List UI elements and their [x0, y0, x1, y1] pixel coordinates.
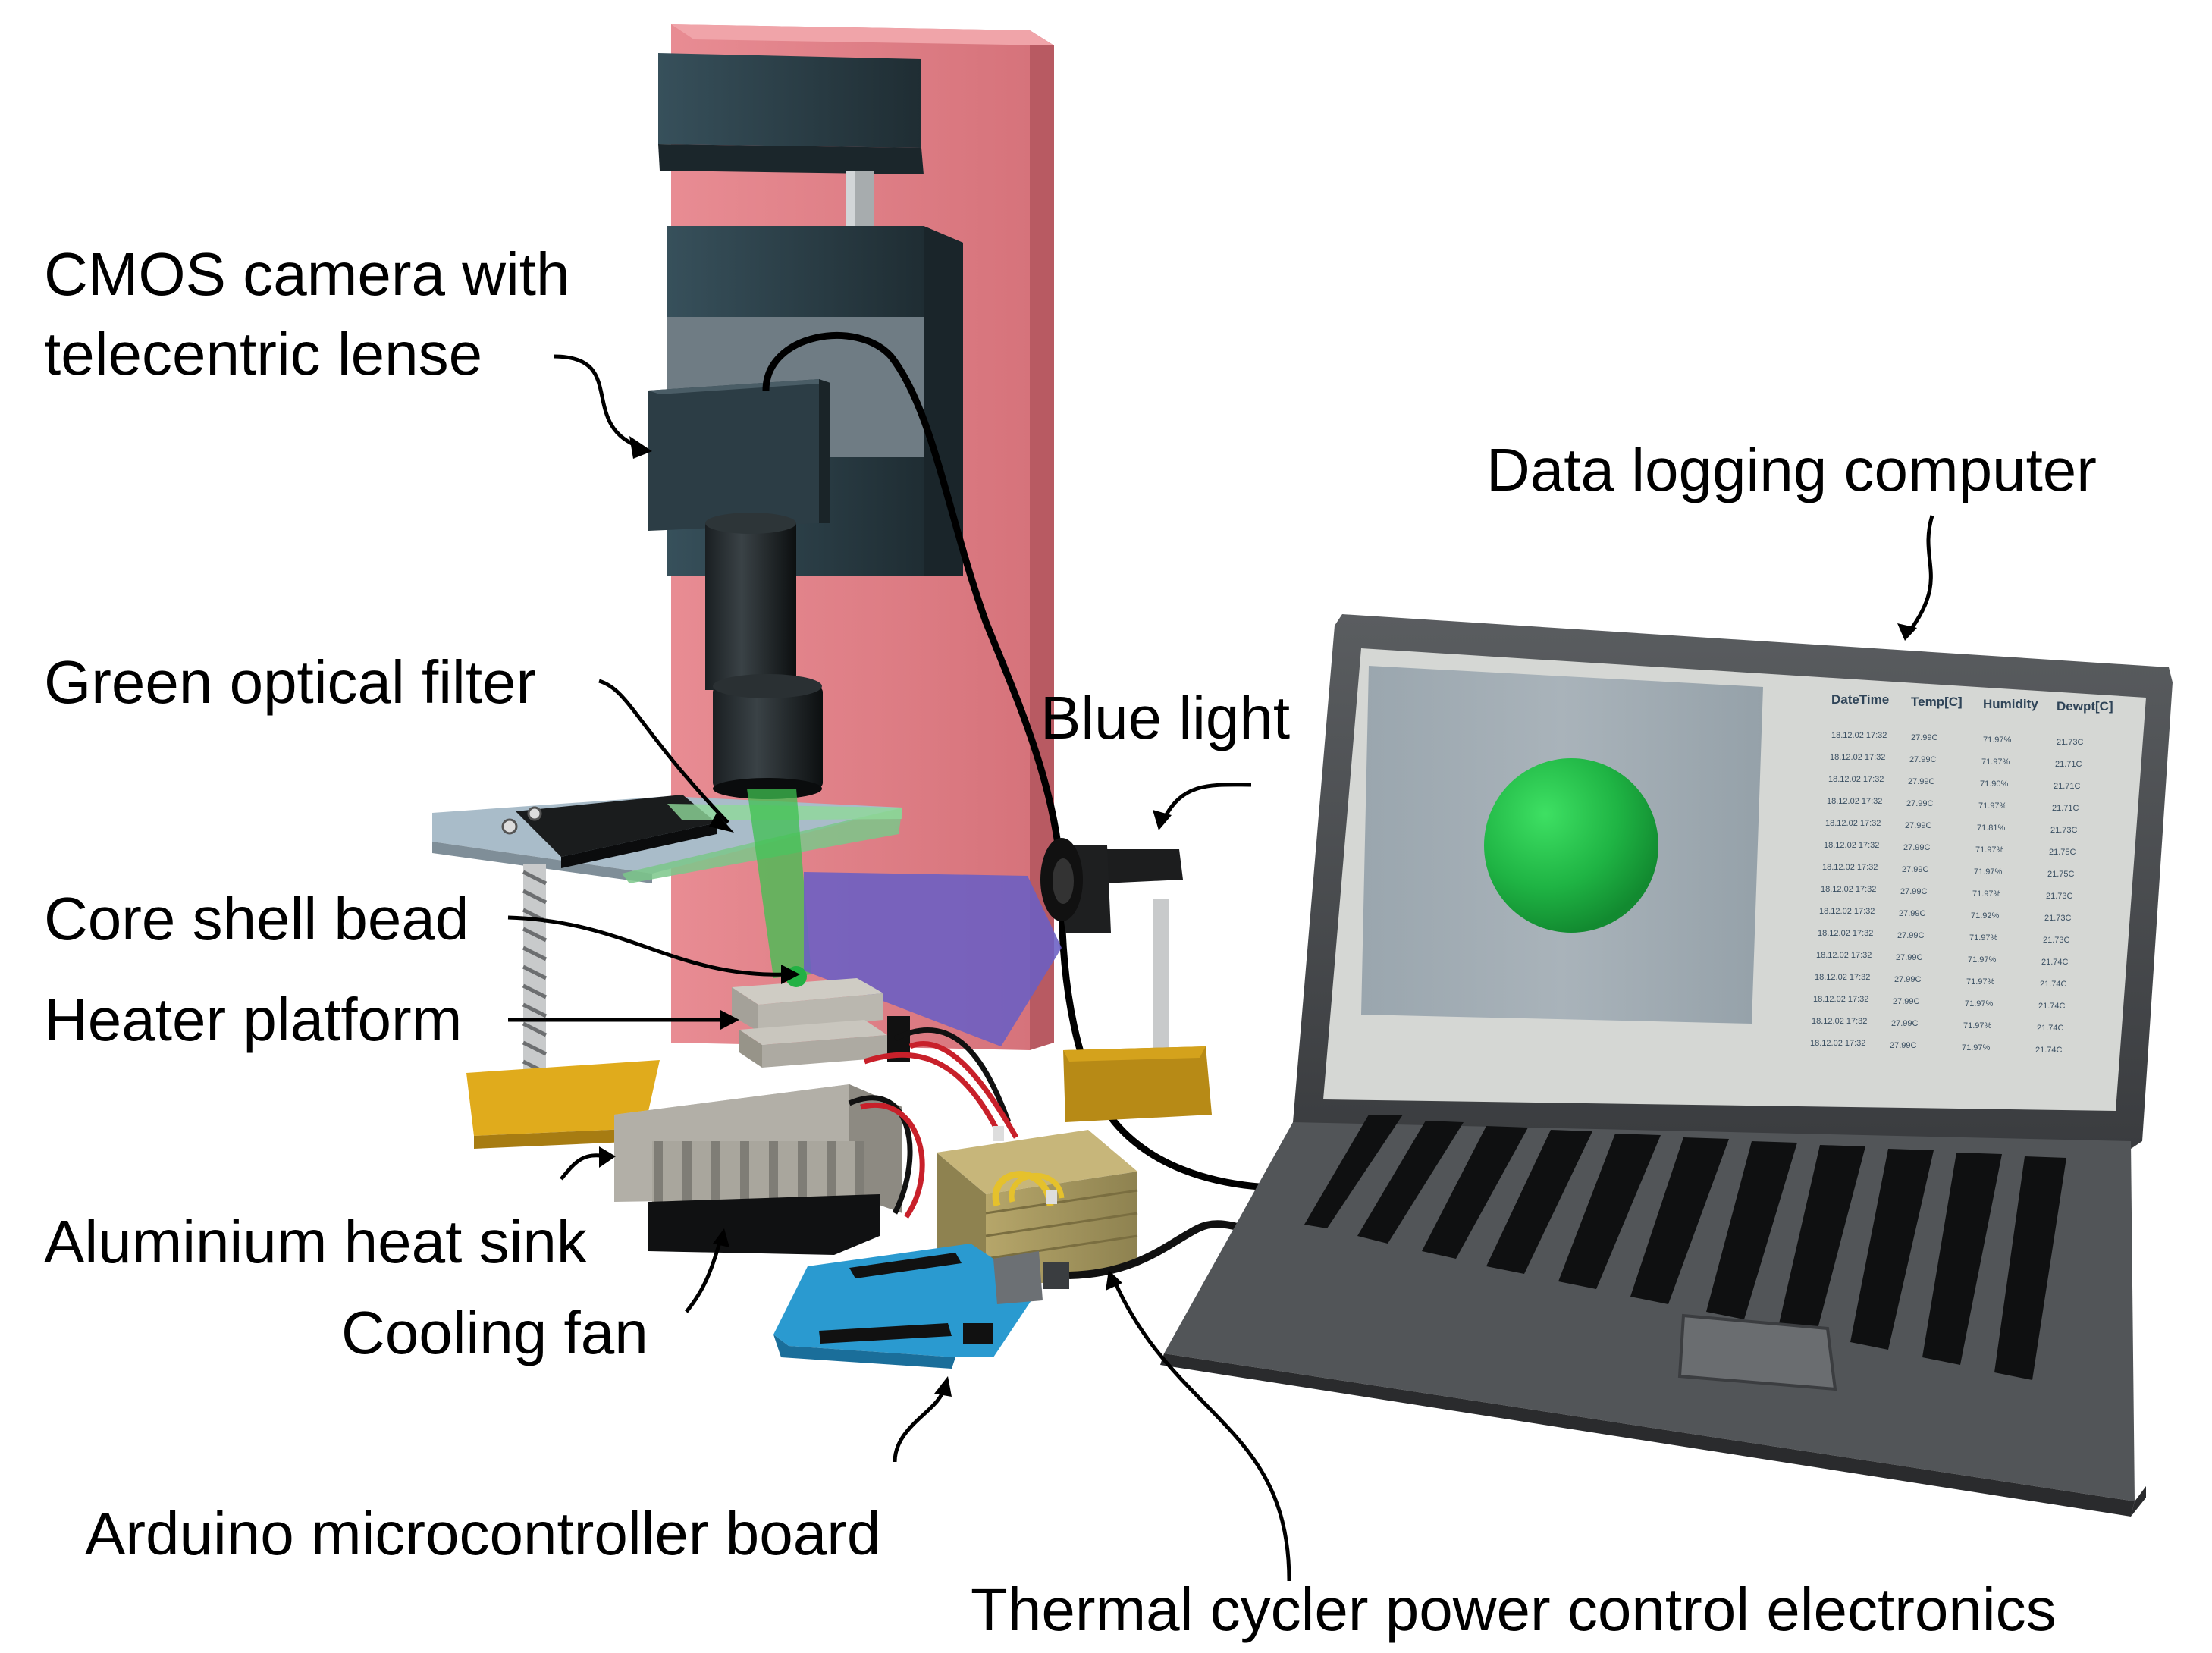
screen-table-cell: 18.12.02 17:32 — [1812, 1017, 1867, 1026]
screen-table-cell: 18.12.02 17:32 — [1827, 797, 1882, 806]
heat-sink — [614, 1084, 902, 1255]
left-post — [466, 864, 660, 1149]
screen-table-cell: 21.71C — [2055, 760, 2082, 769]
screen-table-cell: 21.74C — [2041, 958, 2069, 967]
screen-table-cell: 27.99C — [1897, 931, 1925, 940]
screen-table-cell: 18.12.02 17:32 — [1821, 885, 1876, 894]
label-cooling-fan: Cooling fan — [341, 1299, 648, 1366]
screen-table-cell: 18.12.02 17:32 — [1828, 775, 1884, 784]
screen-table-cell: 27.99C — [1903, 843, 1931, 852]
bead-image — [1484, 758, 1658, 933]
screen-table-cell: 21.74C — [2040, 980, 2067, 989]
screen-table-cell: 71.97% — [1968, 955, 1997, 965]
label-heater-platform: Heater platform — [44, 986, 463, 1053]
annotation-arrows — [507, 354, 1934, 1582]
screen-table-cell: 18.12.02 17:32 — [1813, 995, 1868, 1004]
screen-table-cell: 27.99C — [1896, 953, 1923, 962]
wires — [848, 1027, 1019, 1219]
keyboard — [1304, 1115, 2066, 1380]
screen-table-cell: 27.99C — [1911, 733, 1938, 742]
label-data-logging-computer: Data logging computer — [1486, 436, 2097, 503]
screen-table-cell: 27.99C — [1899, 909, 1926, 918]
screen-table-cell: 18.12.02 17:32 — [1824, 841, 1879, 850]
screen-table-cell: 21.73C — [2050, 826, 2078, 835]
screen-table-cell: 21.74C — [2035, 1046, 2063, 1055]
screen-table-cell: 71.97% — [1978, 801, 2007, 811]
label-heat-sink: Aluminium heat sink — [44, 1208, 587, 1275]
blue-light-post — [1040, 838, 1212, 1122]
screen-table-cell: 27.99C — [1894, 975, 1922, 984]
screen-table-cell: 18.12.02 17:32 — [1818, 929, 1873, 938]
screen-table-cell: 27.99C — [1908, 777, 1935, 786]
screen-table-cell: 21.73C — [2043, 936, 2070, 945]
label-blue-light: Blue light — [1040, 684, 1291, 751]
screen-table-cell: 18.12.02 17:32 — [1830, 753, 1885, 762]
label-camera-line1: CMOS camera with — [44, 240, 570, 308]
screen-table-cell: 21.73C — [2046, 892, 2073, 901]
screen-table-header: Humidity — [1983, 697, 2038, 711]
screen-table-cell: 27.99C — [1909, 755, 1937, 764]
screen-table-cell: 71.90% — [1980, 779, 2009, 789]
light-beams — [747, 789, 1062, 1046]
label-green-filter: Green optical filter — [44, 648, 537, 716]
screen-data-table: DateTime Temp[C] Humidity Dewpt[C] 18.12.02 … — [1810, 692, 2113, 1055]
label-arduino: Arduino microcontroller board — [85, 1500, 881, 1567]
screen-table-cell: 71.97% — [1975, 845, 2004, 855]
camera-assembly — [648, 53, 1260, 1190]
screen-content: DateTime Temp[C] Humidity Dewpt[C] 18.12.02 … — [1361, 666, 2113, 1055]
screen-table-cell: 71.97% — [1962, 1043, 1991, 1052]
screen-table-cell: 27.99C — [1891, 1019, 1919, 1028]
screen-table-cell: 71.97% — [1963, 1021, 1992, 1030]
screen-table-header: DateTime — [1831, 692, 1889, 707]
screen-table-cell: 71.92% — [1971, 911, 2000, 921]
screen-table-cell: 27.99C — [1902, 865, 1929, 874]
screen-table-cell: 18.12.02 17:32 — [1815, 973, 1870, 982]
screen-table-cell: 21.71C — [2054, 782, 2081, 791]
screen-table-cell: 27.99C — [1890, 1041, 1917, 1050]
screen-table-cell: 27.99C — [1906, 799, 1934, 808]
label-camera-line2: telecentric lense — [44, 320, 483, 387]
screen-table-cell: 18.12.02 17:32 — [1810, 1039, 1865, 1048]
screen-table-cell: 71.97% — [1974, 867, 2003, 877]
screen-table-cell: 71.97% — [1981, 757, 2010, 767]
screen-table-cell: 18.12.02 17:32 — [1822, 863, 1878, 872]
screen-table-cell: 71.97% — [1983, 736, 2012, 745]
arduino-board — [773, 1220, 1245, 1369]
screen-table-cell: 18.12.02 17:32 — [1825, 819, 1881, 828]
screen-table-header: Dewpt[C] — [2057, 699, 2113, 714]
screen-table-header: Temp[C] — [1911, 695, 1963, 709]
arrow-heads — [599, 436, 1917, 1397]
screen-table-cell: 71.97% — [1965, 999, 1994, 1008]
screen-table-cell: 21.74C — [2038, 1002, 2066, 1011]
screen-table-cell: 21.75C — [2047, 870, 2075, 879]
screen-table-cell: 18.12.02 17:32 — [1816, 951, 1872, 960]
screen-table-cell: 21.74C — [2037, 1024, 2064, 1033]
heater-platform — [732, 978, 910, 1068]
label-thermal-cycler: Thermal cycler power control electronics — [971, 1576, 2057, 1643]
screen-table-cell: 18.12.02 17:32 — [1831, 731, 1887, 740]
screen-table-cell: 27.99C — [1893, 997, 1920, 1006]
screen-table-cell: 71.97% — [1969, 933, 1998, 943]
screen-table-cell: 71.81% — [1977, 823, 2006, 833]
screen-table-cell: 27.99C — [1905, 821, 1932, 830]
screen-table-cell: 21.71C — [2052, 804, 2079, 813]
screen-table-cell: 21.73C — [2044, 914, 2072, 923]
label-core-shell-bead: Core shell bead — [44, 885, 469, 952]
screen-table-cell: 18.12.02 17:32 — [1819, 907, 1875, 916]
screen-table-cell: 21.75C — [2049, 848, 2076, 857]
screen-table-cell: 27.99C — [1900, 887, 1928, 896]
screen-table-cell: 21.73C — [2057, 738, 2084, 747]
screen-table-cell: 71.97% — [1972, 889, 2001, 899]
screen-table-cell: 71.97% — [1966, 977, 1995, 986]
